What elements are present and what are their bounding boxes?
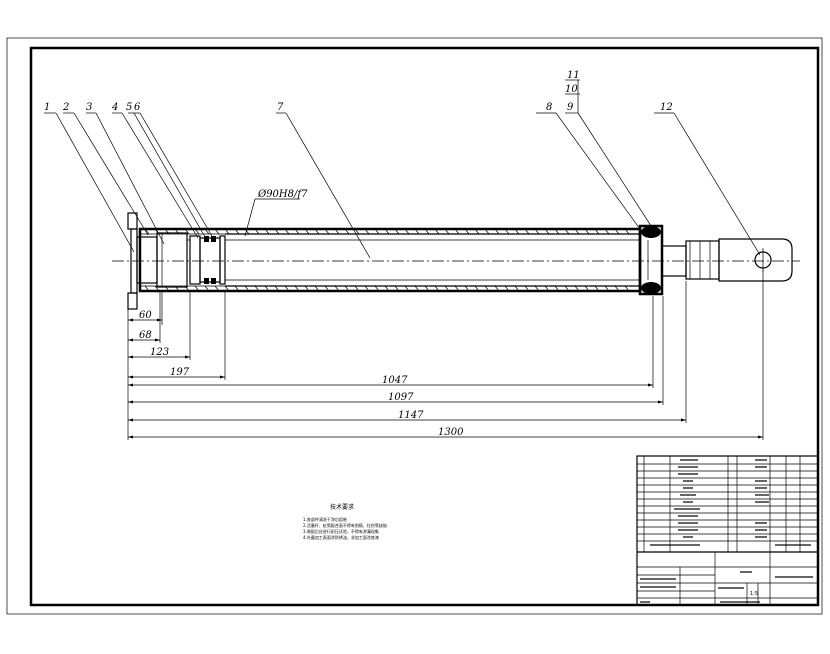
- title-block: 1:5: [636, 455, 819, 606]
- end-cap-boss: [156, 232, 188, 288]
- flange-top: [127, 212, 138, 230]
- part-label-2: 2: [62, 102, 69, 113]
- part-label-5: 5: [126, 102, 132, 113]
- piston-body: [199, 237, 221, 283]
- part-label-12: 12: [660, 102, 673, 113]
- part-label-11: 11: [567, 70, 580, 81]
- outer-frame: [6, 37, 823, 615]
- seal-bottom: [204, 278, 209, 284]
- dim-1147: 1147: [398, 410, 424, 421]
- gland-seal-bottom: [641, 282, 661, 294]
- dimension-lines: 60 68 123 197 1047 1097 1147 1300: [127, 270, 764, 440]
- bom-text-marks: [640, 459, 813, 603]
- part-label-3: 3: [86, 102, 92, 113]
- tech-line-1: 1.各部件清洗干净后组装: [303, 516, 347, 522]
- tech-line-4: 4.外露加工表面涂防锈油，非加工面涂底漆: [303, 534, 379, 540]
- part-label-1: 1: [44, 102, 50, 113]
- piston-left: [189, 235, 201, 285]
- part-labels: 1 2 3 4 5 6 7 8 9 10 11 12 Ø90H8/f7: [44, 70, 673, 200]
- tech-line-3: 3.装配后应进行耐压试验，不得有渗漏现象: [303, 528, 379, 534]
- dim-123: 123: [150, 347, 169, 358]
- tech-line-2: 2.活塞杆、缸筒配合面不得有划痕、拉伤等缺陷: [303, 522, 387, 528]
- cylinder-assembly: [127, 212, 793, 310]
- scale-value: 1:5: [750, 591, 758, 597]
- barrel-hatch: [144, 228, 630, 292]
- diameter-note: Ø90H8/f7: [257, 189, 308, 200]
- flange-bottom: [127, 292, 138, 310]
- part-label-6: 6: [134, 102, 141, 113]
- dim-60: 60: [139, 310, 152, 321]
- rod-thread: [685, 240, 720, 280]
- tech-title: 技术要求: [330, 503, 354, 511]
- bom-grid: [637, 456, 818, 552]
- dim-1300: 1300: [438, 427, 464, 438]
- tech-requirements: 技术要求 1.各部件清洗干净后组装 2.活塞杆、缸筒配合面不得有划痕、拉伤等缺陷…: [303, 503, 387, 540]
- leader-lines: [44, 79, 761, 259]
- part-label-10: 10: [565, 84, 578, 95]
- dim-68: 68: [139, 330, 152, 341]
- gland-seal-top: [641, 226, 661, 238]
- part-label-9: 9: [567, 102, 574, 113]
- part-label-7: 7: [277, 102, 284, 113]
- inner-frame: [29, 46, 820, 607]
- dim-197: 197: [170, 367, 190, 378]
- dim-1097: 1097: [388, 392, 414, 403]
- rod-eye: [718, 238, 793, 282]
- seal-top: [204, 236, 209, 242]
- part-label-8: 8: [546, 102, 552, 113]
- part-label-4: 4: [111, 102, 118, 113]
- dim-1047: 1047: [382, 375, 408, 386]
